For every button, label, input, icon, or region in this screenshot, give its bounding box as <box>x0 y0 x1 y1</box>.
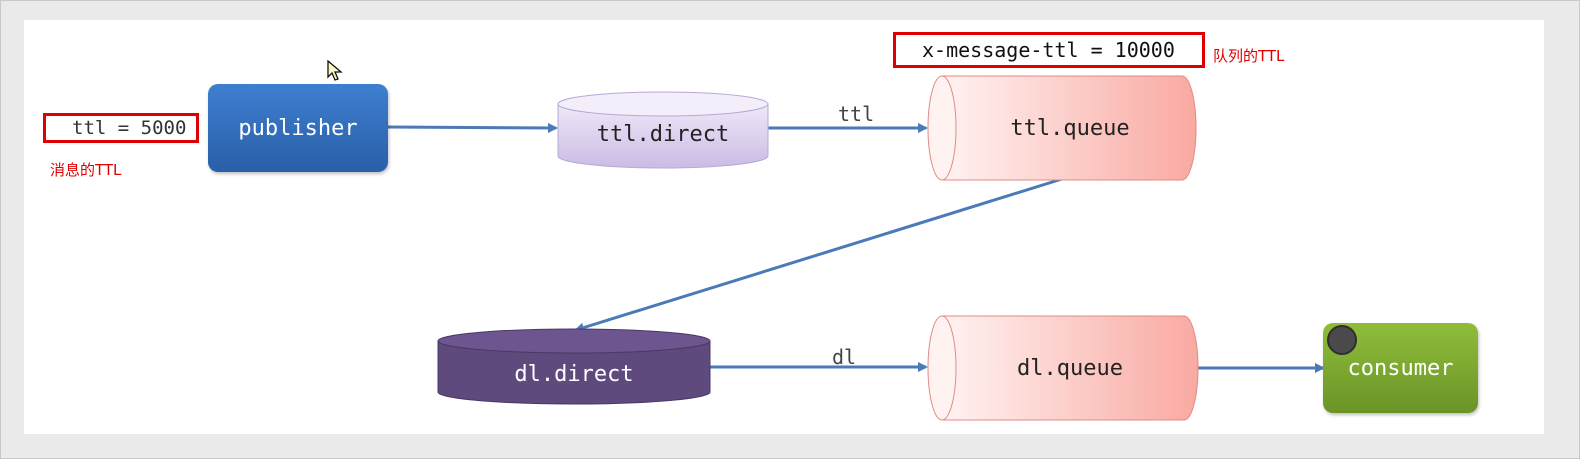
arrow-publisher-to-ttl-direct <box>387 122 558 133</box>
dl-queue <box>927 315 1199 421</box>
ttl-direct-label: ttl.direct <box>596 122 730 147</box>
queue-ttl-note: 队列的TTL <box>1213 47 1285 65</box>
ttl-routing-key-label: ttl <box>838 102 875 126</box>
ttl-direct-exchange <box>557 91 769 169</box>
message-ttl-note: 消息的TTL <box>50 161 122 179</box>
dl-direct-label: dl.direct <box>514 362 634 387</box>
ttl-queue <box>927 75 1197 181</box>
consumer-label: consumer <box>1347 355 1454 381</box>
status-dot-icon <box>1327 325 1357 355</box>
message-ttl-box: ttl = 5000 <box>43 113 199 143</box>
dl-routing-key-label: dl <box>832 345 857 369</box>
dl-queue-label: dl.queue <box>1017 356 1123 381</box>
message-ttl-text: ttl = 5000 <box>72 117 187 139</box>
ttl-queue-label: ttl.queue <box>1010 116 1130 141</box>
consumer-node: consumer <box>1323 323 1478 413</box>
mouse-cursor-icon <box>327 60 343 81</box>
queue-ttl-box: x-message-ttl = 10000 <box>893 32 1205 68</box>
publisher-node: publisher <box>208 84 388 172</box>
dl-direct-exchange <box>437 328 711 405</box>
queue-ttl-text: x-message-ttl = 10000 <box>922 38 1175 62</box>
arrow-ttl-queue-to-dl-direct <box>574 177 1063 333</box>
publisher-label: publisher <box>238 115 358 141</box>
